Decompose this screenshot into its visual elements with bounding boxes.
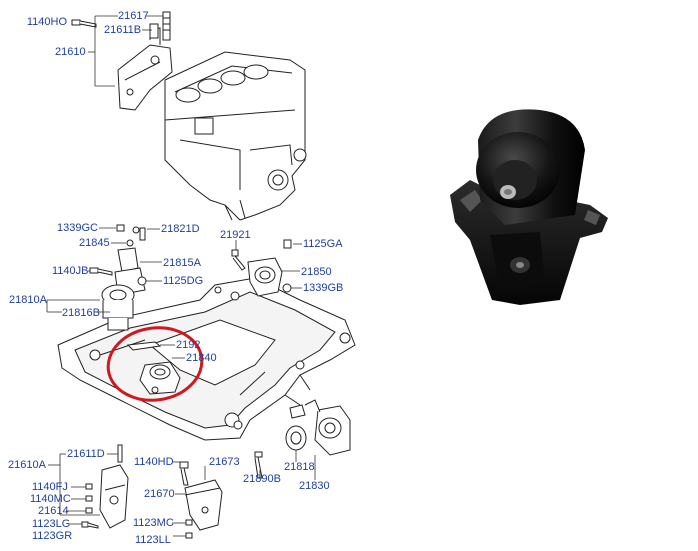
bolt-1140JB-icon bbox=[89, 267, 113, 276]
label-21815A: 21815A bbox=[163, 257, 201, 269]
label-2192: 2192 bbox=[176, 339, 201, 351]
label-1339GB: 1339GB bbox=[303, 282, 344, 294]
leader-lines bbox=[46, 15, 316, 537]
label-21890B: 21890B bbox=[243, 473, 281, 485]
label-1125DG: 1125DG bbox=[163, 275, 204, 287]
label-21610A: 21610A bbox=[8, 459, 46, 471]
mount-21810A-icon bbox=[101, 226, 146, 331]
label-21921: 21921 bbox=[220, 229, 251, 241]
bolt-21921-icon bbox=[231, 249, 246, 271]
bolt-1125GA-icon bbox=[283, 239, 292, 249]
label-21611B: 21611B bbox=[104, 24, 142, 36]
label-21821D: 21821D bbox=[161, 223, 200, 235]
label-1339GC: 1339GC bbox=[57, 222, 98, 234]
label-21818: 21818 bbox=[284, 461, 315, 473]
nut-1339GB-icon bbox=[282, 283, 292, 293]
bolts-lower-center-icon bbox=[185, 519, 193, 539]
label-21673: 21673 bbox=[209, 456, 240, 468]
bolt-21821D-icon bbox=[139, 227, 146, 241]
label-21617: 21617 bbox=[118, 10, 149, 22]
label-1140MC: 1140MC bbox=[30, 493, 71, 505]
bracket-21610-icon bbox=[117, 11, 173, 111]
label-1123LL: 1123LL bbox=[135, 534, 171, 546]
label-21810A: 21810A bbox=[9, 294, 47, 306]
label-21610: 21610 bbox=[55, 46, 86, 58]
label-21816B: 21816B bbox=[62, 307, 100, 319]
label-21670: 21670 bbox=[144, 488, 175, 500]
label-1123GR: 1123GR bbox=[32, 530, 73, 542]
mount-21830-icon bbox=[304, 399, 351, 456]
mount-21818-icon bbox=[285, 404, 307, 451]
bolts-lower-left-icon bbox=[81, 483, 99, 529]
mount-21850-icon bbox=[247, 257, 283, 297]
bracket-21610A-icon bbox=[99, 444, 129, 529]
label-1123MC: 1123MC bbox=[133, 517, 174, 529]
label-21840: 21840 bbox=[186, 352, 217, 364]
label-21830: 21830 bbox=[299, 480, 330, 492]
label-1140HD: 1140HD bbox=[134, 456, 174, 468]
label-1125GA: 1125GA bbox=[303, 238, 343, 250]
bolt-1339GC-icon bbox=[116, 224, 125, 232]
bolt-1140HO-icon bbox=[71, 19, 97, 28]
highlight-circle bbox=[106, 326, 204, 402]
label-21850: 21850 bbox=[301, 266, 332, 278]
label-1140HO: 1140HO bbox=[26, 16, 67, 28]
label-1140JB: 1140JB bbox=[52, 265, 89, 277]
engine-mount-photo bbox=[450, 109, 608, 305]
engine-block-icon bbox=[164, 51, 307, 221]
bracket-21670-icon bbox=[179, 461, 223, 531]
label-21845: 21845 bbox=[79, 237, 110, 249]
label-21614: 21614 bbox=[38, 505, 69, 517]
mount-21840-icon bbox=[126, 341, 181, 395]
label-1123LG: 1123LG bbox=[32, 518, 71, 530]
label-21611D: 21611D bbox=[67, 448, 105, 460]
label-1140FJ: 1140FJ bbox=[32, 481, 68, 493]
nut-1125DG-icon bbox=[137, 276, 147, 286]
